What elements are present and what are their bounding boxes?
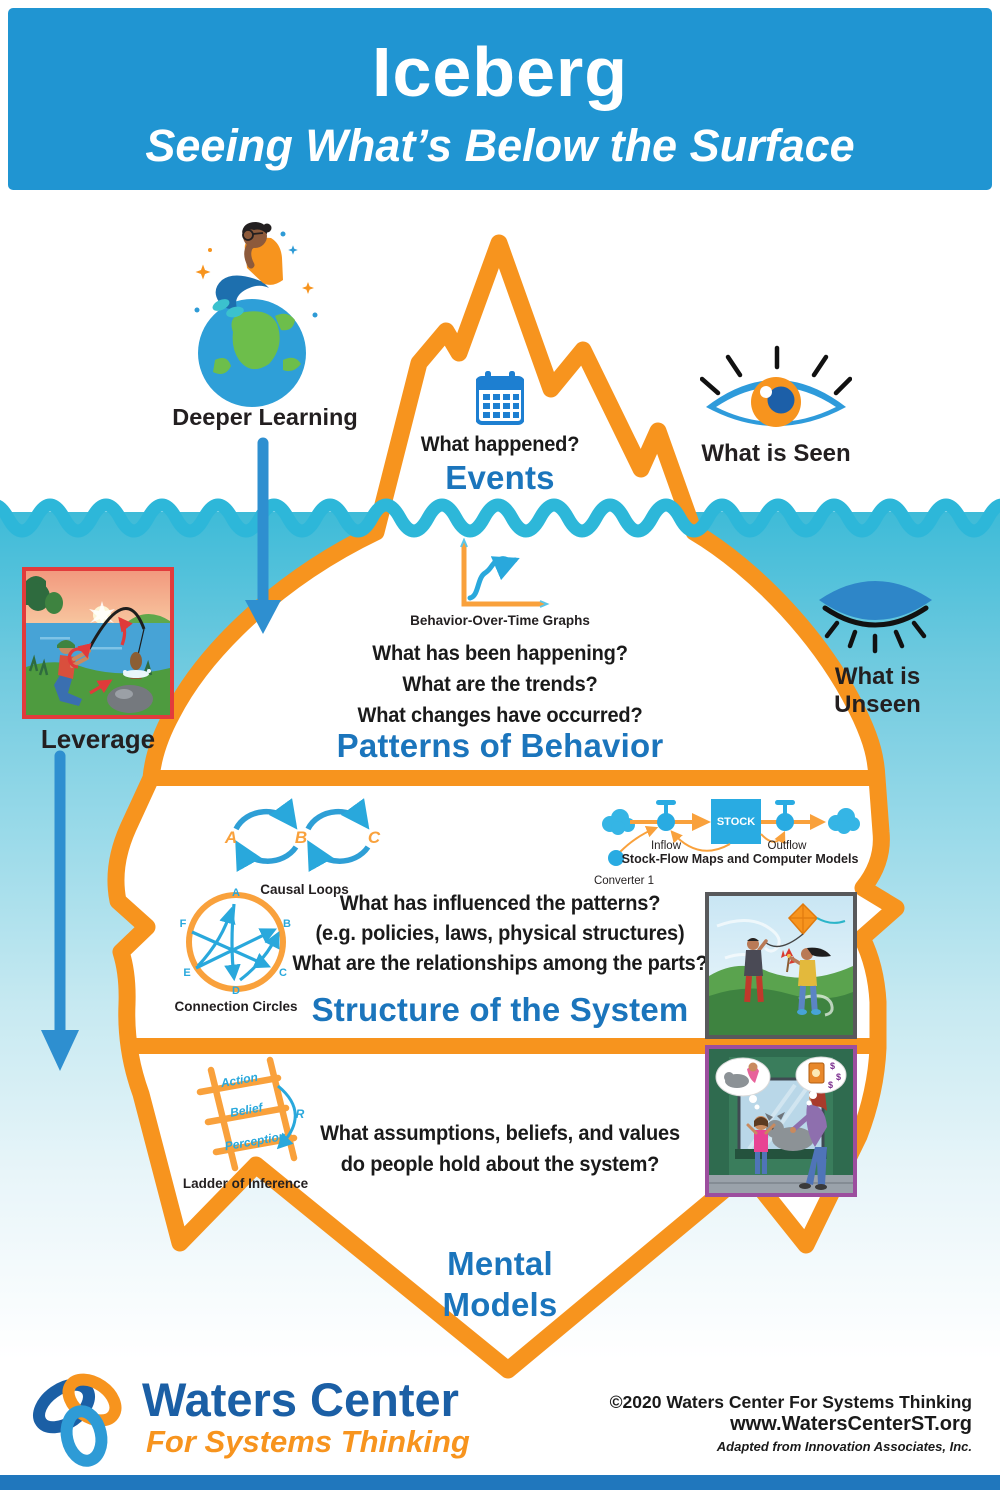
bot-graphs-label: Behavior-Over-Time Graphs <box>410 613 590 628</box>
pet-shop-illustration: $ $ $ <box>709 1049 853 1193</box>
thinking-person <box>212 222 283 318</box>
ladder-loop-r: R <box>296 1107 305 1121</box>
credit-line: Adapted from Innovation Associates, Inc. <box>716 1439 972 1454</box>
child-figure <box>746 1116 776 1174</box>
cc-letter-d: D <box>232 985 240 996</box>
page-title: Iceberg <box>372 33 628 111</box>
cc-letter-c: C <box>279 967 287 979</box>
what-is-seen-label: What is Seen <box>701 440 851 467</box>
page-subtitle: Seeing What’s Below the Surface <box>145 120 855 171</box>
inflow-label: Inflow <box>651 840 682 852</box>
stock-flow-maps-label: Stock-Flow Maps and Computer Models <box>622 852 859 866</box>
connection-circles-label: Connection Circles <box>174 999 298 1014</box>
cc-letter-b: B <box>283 918 291 930</box>
structure-question-3: What are the relationships among the par… <box>292 951 708 975</box>
person-with-pinwheel <box>781 947 831 1015</box>
mental-models-questions: What assumptions, beliefs, and values do… <box>268 1118 733 1180</box>
ladder-of-inference-icon: Action Belief Perception R <box>196 1056 305 1172</box>
outflow-label: Outflow <box>768 840 808 852</box>
fishing-leverage-illustration <box>26 571 170 715</box>
patterns-title: Patterns of Behavior <box>336 727 664 764</box>
connection-circles-icon: A B C D E F <box>180 887 291 996</box>
mental-models-illustration-box: $ $ $ <box>705 1045 857 1197</box>
structure-question-2: (e.g. policies, laws, physical structure… <box>315 921 685 945</box>
ladder-rung-belief: Belief <box>229 1100 265 1120</box>
mm-question-1: What assumptions, beliefs, and values <box>320 1121 680 1145</box>
causal-loop-letter-b: B <box>295 828 307 847</box>
fish <box>123 652 151 679</box>
open-eye-icon <box>700 345 852 427</box>
outflow-valve-icon <box>775 800 795 831</box>
org-tagline: For Systems Thinking <box>146 1424 470 1459</box>
dollar-sign: $ <box>836 1072 841 1082</box>
behavior-over-time-graph-icon <box>460 538 550 608</box>
thinker-on-globe-illustration <box>194 222 318 407</box>
waters-center-logo-icon <box>33 1373 122 1467</box>
header-banner: Iceberg Seeing What’s Below the Surface <box>8 8 992 190</box>
website-url: www.WatersCenterST.org <box>730 1413 972 1435</box>
patterns-question-1: What has been happening? <box>372 641 628 665</box>
angler <box>54 640 91 706</box>
converter-icon <box>608 850 624 866</box>
patterns-question-3: What changes have occurred? <box>357 703 643 727</box>
structure-question-1: What has influenced the patterns? <box>339 891 661 915</box>
closed-eye-icon <box>819 581 932 654</box>
events-title: Events <box>445 459 555 496</box>
leverage-label: Leverage <box>40 724 156 754</box>
ladder-rung-action: Action <box>219 1070 259 1090</box>
structure-questions: What has influenced the patterns? (e.g. … <box>268 888 733 978</box>
bottom-accent-bar <box>0 1475 1000 1490</box>
patterns-questions: What has been happening? What are the tr… <box>268 638 733 731</box>
mm-question-2: do people hold about the system? <box>340 1152 660 1176</box>
copyright-line: ©2020 Waters Center For Systems Thinking <box>609 1392 972 1412</box>
calendar-icon <box>476 371 524 425</box>
globe-icon <box>198 299 306 407</box>
events-question: What happened? <box>420 432 580 456</box>
cc-letter-f: F <box>180 918 187 930</box>
stock-box <box>711 799 761 844</box>
causal-loop-letter-c: C <box>368 828 381 847</box>
cloud-icon <box>602 809 635 835</box>
what-is-unseen-label: What is Unseen <box>834 663 921 718</box>
stock-flow-diagram: STOCK Inflow Outflow Stock-Flow Maps and… <box>594 799 860 887</box>
footer-credits: ©2020 Waters Center For Systems Thinking… <box>610 1392 972 1454</box>
ladder-of-inference-label: Ladder of Inference <box>182 1176 309 1191</box>
causal-loops-label: Causal Loops <box>260 882 349 897</box>
mental-models-title: Mental Models <box>350 1243 650 1325</box>
deeper-learning-label: Deeper Learning <box>172 404 358 430</box>
structure-title: Structure of the System <box>311 991 689 1028</box>
cc-letter-e: E <box>183 967 190 979</box>
structure-illustration-box <box>705 892 857 1039</box>
wind-kite-illustration <box>709 896 853 1035</box>
org-name: Waters Center <box>142 1373 459 1426</box>
dollar-sign: $ <box>830 1061 835 1071</box>
thought-bubble-child <box>715 1057 771 1110</box>
causal-loops-icon: A B C <box>224 798 381 872</box>
person-flying-kite <box>744 938 768 1003</box>
inflow-valve-icon <box>656 800 676 831</box>
mental-models-title-line2: Models <box>442 1286 558 1323</box>
stock-box-label: STOCK <box>717 816 755 828</box>
cc-letter-a: A <box>232 887 240 899</box>
mental-models-title-line1: Mental <box>447 1245 553 1282</box>
cloud-icon <box>828 808 860 834</box>
patterns-question-2: What are the trends? <box>402 672 598 696</box>
thought-bubble-adult: $ $ $ <box>795 1056 847 1106</box>
dollar-sign: $ <box>828 1080 833 1090</box>
converter-label: Converter 1 <box>594 875 654 887</box>
causal-loop-letter-a: A <box>224 828 237 847</box>
leverage-illustration-box <box>22 567 174 719</box>
